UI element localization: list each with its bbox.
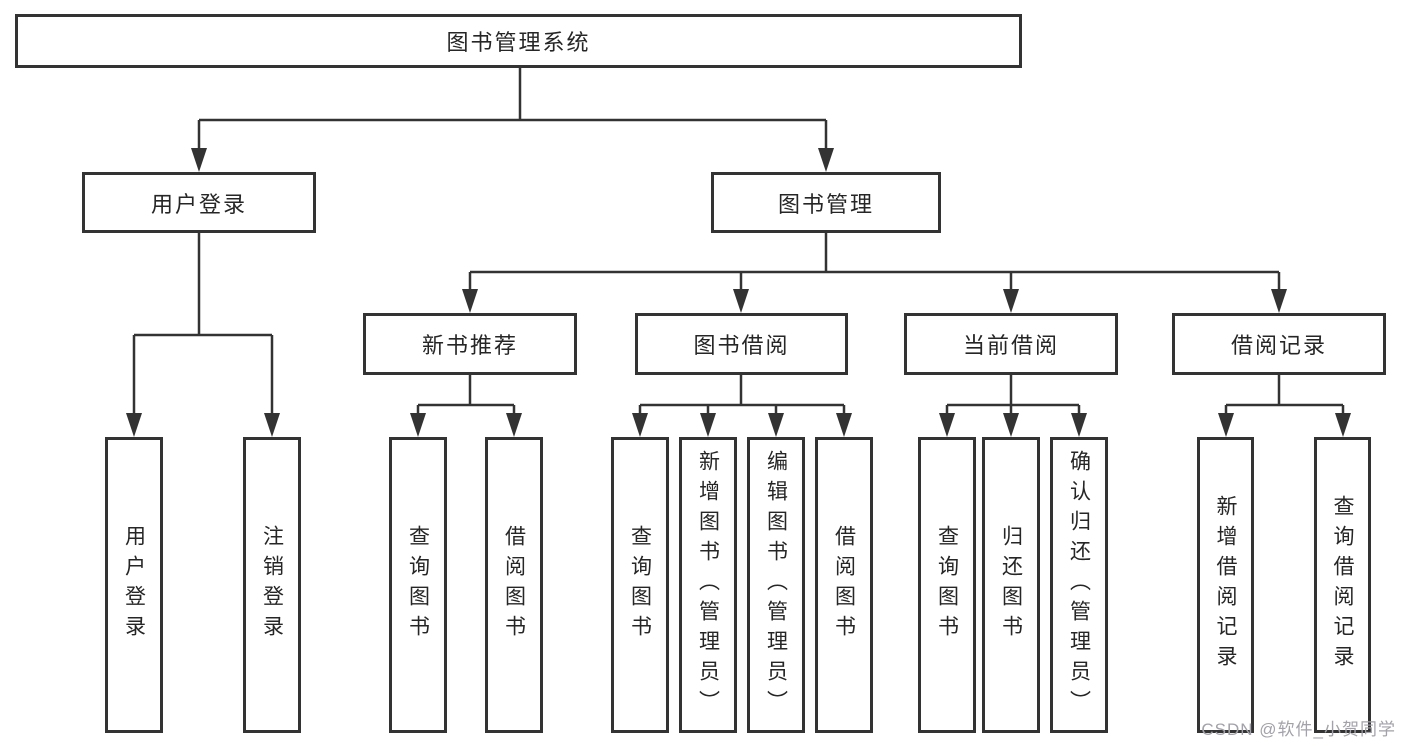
arrowhead-icon: [126, 413, 142, 437]
node-new-book-recommend: 新书推荐: [363, 313, 577, 375]
arrowhead-icon: [1003, 289, 1019, 313]
leaf-query-books-borrow: 查询图书: [611, 437, 669, 733]
node-label: 当前借阅: [962, 333, 1059, 358]
leaf-query-books-current: 查询图书: [918, 437, 976, 733]
node-current-borrow: 当前借阅: [904, 313, 1118, 375]
leaf-label: 编辑图书（管理员）: [764, 450, 788, 720]
leaf-query-borrow-record: 查询借阅记录: [1314, 437, 1371, 733]
arrowhead-icon: [1218, 413, 1234, 437]
leaf-return-books: 归还图书: [982, 437, 1040, 733]
arrowhead-icon: [733, 289, 749, 313]
arrowhead-icon: [506, 413, 522, 437]
arrowhead-icon: [462, 289, 478, 313]
node-library-management-system: 图书管理系统: [15, 14, 1022, 68]
leaf-label: 注销登录: [260, 525, 284, 645]
arrowhead-icon: [264, 413, 280, 437]
leaf-label: 查询图书: [628, 525, 652, 645]
leaf-label: 新增借阅记录: [1214, 495, 1237, 675]
connector-path: [132, 68, 1345, 418]
node-label: 新书推荐: [421, 333, 518, 358]
node-label: 图书管理系统: [446, 30, 591, 55]
leaf-label: 查询图书: [406, 525, 430, 645]
node-label: 借阅记录: [1230, 333, 1327, 358]
leaf-label: 归还图书: [999, 525, 1023, 645]
node-label: 图书管理: [777, 191, 874, 217]
leaf-borrow-books-recommend: 借阅图书: [485, 437, 543, 733]
leaf-logout: 注销登录: [243, 437, 301, 733]
arrowhead-icon: [410, 413, 426, 437]
arrowhead-icon: [632, 413, 648, 437]
arrowhead-icon: [1271, 289, 1287, 313]
leaf-label: 用户登录: [122, 525, 146, 645]
node-book-management: 图书管理: [711, 172, 941, 233]
node-user-login: 用户登录: [82, 172, 316, 233]
arrowhead-group: [126, 148, 1351, 437]
arrowhead-icon: [939, 413, 955, 437]
arrowhead-icon: [768, 413, 784, 437]
leaf-add-books-admin: 新增图书（管理员）: [679, 437, 737, 733]
node-book-borrow: 图书借阅: [635, 313, 848, 375]
csdn-watermark: CSDN @软件_小贺同学: [1201, 720, 1396, 739]
leaf-user-login: 用户登录: [105, 437, 163, 733]
leaf-edit-books-admin: 编辑图书（管理员）: [747, 437, 805, 733]
arrowhead-icon: [1071, 413, 1087, 437]
arrowhead-icon: [818, 148, 834, 172]
leaf-label: 确认归还（管理员）: [1067, 450, 1091, 720]
node-borrow-records: 借阅记录: [1172, 313, 1386, 375]
leaf-label: 查询图书: [935, 525, 959, 645]
arrowhead-icon: [191, 148, 207, 172]
leaf-add-borrow-record: 新增借阅记录: [1197, 437, 1254, 733]
leaf-borrow-books: 借阅图书: [815, 437, 873, 733]
node-label: 图书借阅: [693, 333, 790, 358]
arrowhead-icon: [1335, 413, 1351, 437]
leaf-label: 借阅图书: [832, 525, 856, 645]
arrowhead-icon: [836, 413, 852, 437]
arrowhead-icon: [700, 413, 716, 437]
leaf-label: 借阅图书: [502, 525, 526, 645]
arrowhead-icon: [1003, 413, 1019, 437]
leaf-query-books-recommend: 查询图书: [389, 437, 447, 733]
leaf-label: 新增图书（管理员）: [696, 450, 720, 720]
leaf-confirm-return-admin: 确认归还（管理员）: [1050, 437, 1108, 733]
leaf-label: 查询借阅记录: [1331, 495, 1354, 675]
node-label: 用户登录: [150, 191, 247, 217]
